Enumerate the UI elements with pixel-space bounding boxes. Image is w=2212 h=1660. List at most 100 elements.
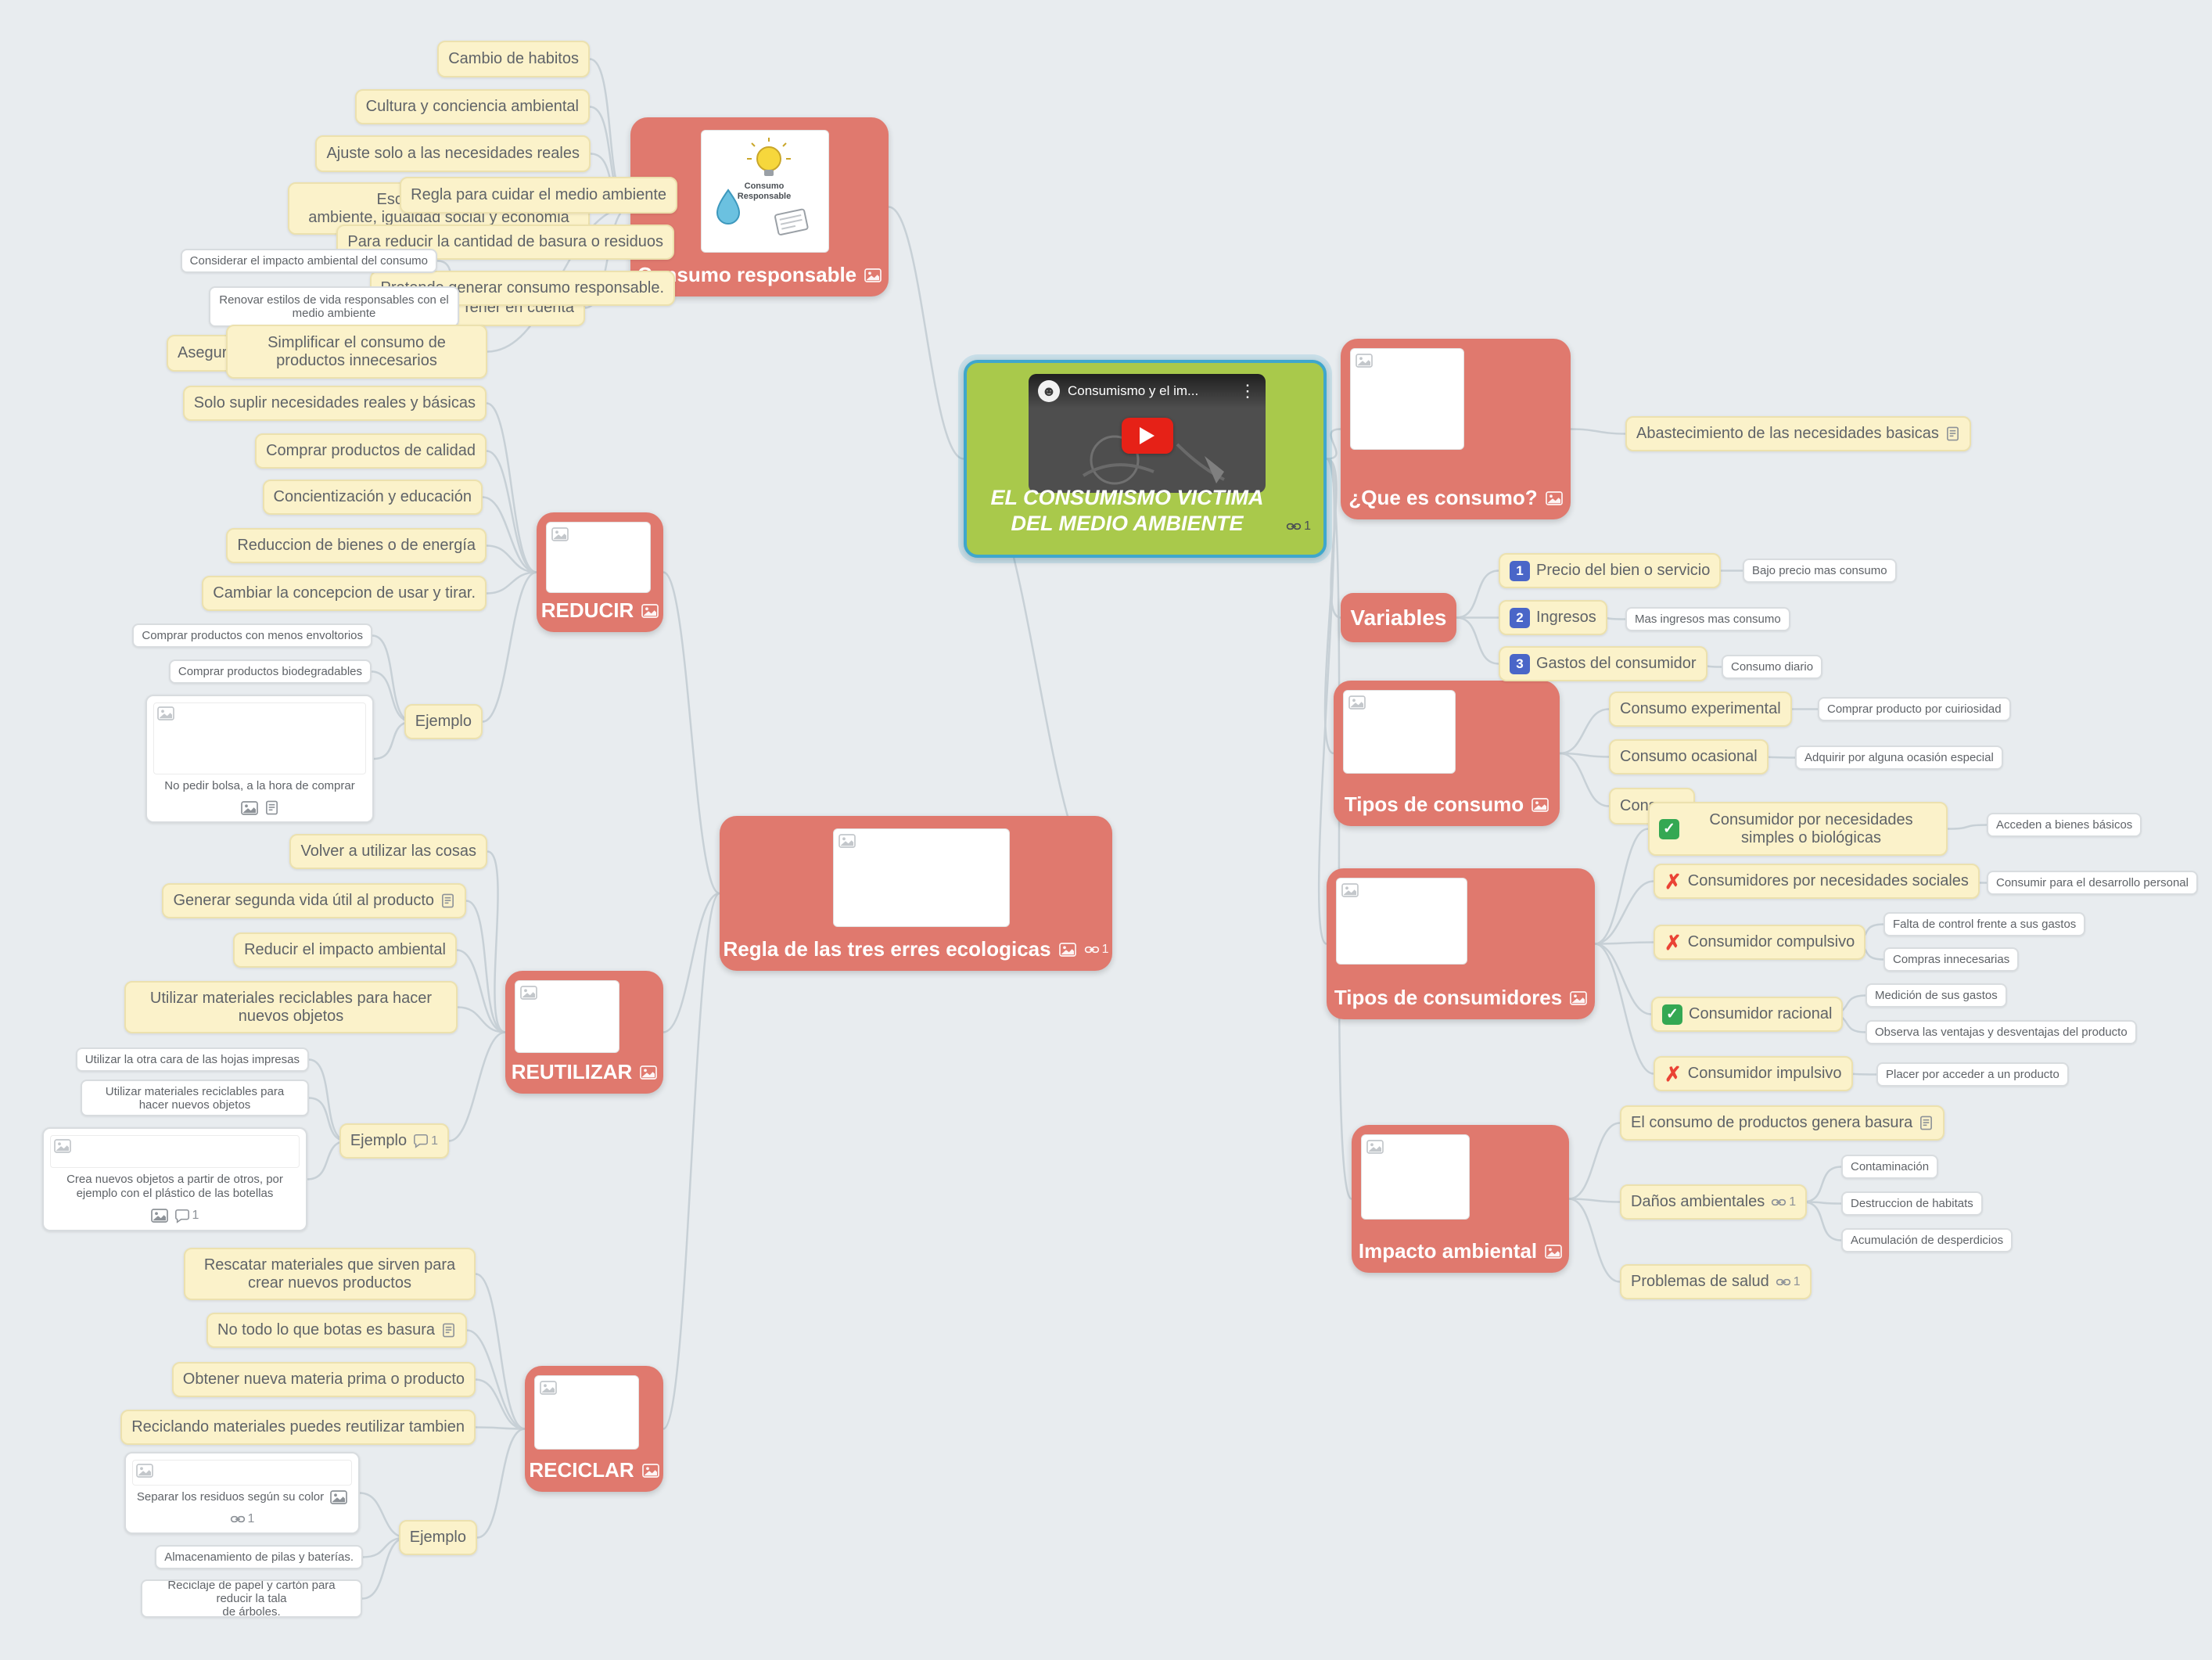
node-envoltorios[interactable]: Comprar productos con menos envoltorios [132, 623, 372, 648]
node-reducir-impacto[interactable]: Reducir el impacto ambiental [233, 932, 457, 968]
node-reciclar[interactable]: RECICLAR [525, 1366, 663, 1492]
node-cambio-habitos[interactable]: Cambio de habitos [437, 41, 590, 77]
node-crea-nuevos[interactable]: Crea nuevos objetos a partir de otros, p… [42, 1127, 307, 1231]
link-icon[interactable]: 1 [1771, 1195, 1796, 1210]
node-contaminacion[interactable]: Contaminación [1841, 1155, 1939, 1179]
note-icon[interactable] [1919, 1116, 1934, 1130]
node-otra-cara[interactable]: Utilizar la otra cara de las hojas impre… [75, 1047, 309, 1072]
image-icon[interactable] [641, 1463, 659, 1478]
node-abastecimiento[interactable]: Abastecimiento de las necesidades basica… [1625, 416, 1971, 451]
note-icon[interactable] [441, 1323, 456, 1338]
link-icon[interactable]: 1 [1776, 1274, 1801, 1290]
node-reciclando[interactable]: Reciclando materiales puedes reutilizar … [120, 1410, 476, 1445]
node-reutilizar[interactable]: REUTILIZAR [505, 971, 663, 1094]
node-biodegradables[interactable]: Comprar productos biodegradables [168, 659, 372, 684]
node-impulsivo[interactable]: ✗Consumidor impulsivo [1654, 1056, 1853, 1091]
image-icon[interactable] [641, 603, 659, 618]
node-cuiriosidad[interactable]: Comprar producto por cuiriosidad [1818, 697, 2011, 721]
node-observa[interactable]: Observa las ventajas y desventajas del p… [1865, 1020, 2137, 1044]
node-reducir[interactable]: REDUCIR [537, 512, 663, 632]
node-considerar[interactable]: Considerar el impacto ambiental del cons… [180, 249, 437, 273]
comment-icon[interactable]: 1 [413, 1134, 438, 1148]
image-icon[interactable] [1058, 942, 1076, 957]
node-ajuste[interactable]: Ajuste solo a las necesidades reales [315, 135, 591, 172]
node-consumo-diario[interactable]: Consumo diario [1722, 655, 1823, 679]
node-cultura[interactable]: Cultura y conciencia ambiental [354, 89, 590, 124]
node-destruccion[interactable]: Destruccion de habitats [1841, 1191, 1983, 1216]
image-icon[interactable] [1545, 1244, 1562, 1259]
node-genera-basura[interactable]: El consumo de productos genera basura [1620, 1105, 1945, 1141]
video-menu-icon[interactable]: ⋮ [1239, 381, 1256, 401]
node-medicion[interactable]: Medición de sus gastos [1865, 983, 2007, 1008]
image-icon[interactable] [150, 1209, 168, 1223]
node-renovar[interactable]: Renovar estilos de vida responsables con… [209, 286, 459, 327]
image-icon[interactable] [1570, 990, 1588, 1005]
node-ocasional[interactable]: Consumo ocasional [1609, 739, 1769, 774]
node-concientizacion[interactable]: Concientización y educación [262, 480, 483, 515]
note-icon[interactable] [1945, 426, 1960, 441]
node-para-reducir[interactable]: Para reducir la cantidad de basura o res… [336, 225, 674, 260]
node-acumulacion[interactable]: Acumulación de desperdicios [1841, 1228, 2013, 1252]
node-acceden[interactable]: Acceden a bienes básicos [1987, 813, 2142, 837]
note-icon[interactable] [264, 800, 279, 815]
link-icon[interactable]: 1 [1286, 519, 1311, 534]
node-obtener[interactable]: Obtener nueva materia prima o producto [171, 1362, 476, 1397]
node-cambiar-concepcion[interactable]: Cambiar la concepcion de usar y tirar. [202, 576, 487, 611]
node-pilas[interactable]: Almacenamiento de pilas y baterías. [155, 1545, 363, 1569]
node-que-es-consumo[interactable]: ¿Que es consumo? [1341, 339, 1571, 519]
image-icon[interactable] [1545, 490, 1563, 505]
comment-icon[interactable]: 1 [174, 1208, 199, 1223]
node-solo-suplir[interactable]: Solo suplir necesidades reales y básicas [182, 386, 487, 421]
node-racional[interactable]: ✓Consumidor racional [1651, 997, 1844, 1032]
node-segunda-vida[interactable]: Generar segunda vida útil al producto [162, 883, 466, 918]
image-icon[interactable] [640, 1065, 658, 1080]
node-compulsivo[interactable]: ✗Consumidor compulsivo [1654, 925, 1866, 960]
node-impacto-ambiental[interactable]: Impacto ambiental [1352, 1125, 1569, 1273]
image-icon[interactable] [240, 800, 258, 815]
node-ocasion-especial[interactable]: Adquirir por alguna ocasión especial [1795, 746, 2003, 770]
node-no-pedir-bolsa[interactable]: No pedir bolsa, a la hora de comprar [145, 695, 374, 823]
node-tipos-consumo[interactable]: Tipos de consumo [1334, 681, 1560, 826]
youtube-player[interactable]: ☻Consumismo y el im...⋮ [1029, 374, 1266, 493]
note-icon[interactable] [440, 893, 455, 908]
node-no-todo[interactable]: No todo lo que botas es basura [206, 1313, 467, 1348]
node-central-topic[interactable]: ☻Consumismo y el im...⋮EL CONSUMISMO VIC… [964, 360, 1327, 558]
node-necesidades-simples[interactable]: ✓Consumidor por necesidades simples o bi… [1648, 802, 1948, 856]
node-desarrollo[interactable]: Consumir para el desarrollo personal [1987, 871, 2198, 895]
play-button[interactable] [1121, 418, 1173, 455]
node-experimental[interactable]: Consumo experimental [1609, 692, 1792, 727]
node-variables[interactable]: Variables [1341, 593, 1456, 642]
node-comprar-calidad[interactable]: Comprar productos de calidad [255, 433, 487, 469]
node-papel[interactable]: Reciclaje de papel y cartón para reducir… [141, 1579, 362, 1618]
node-simplificar[interactable]: Simplificar el consumo de productos inne… [226, 325, 487, 379]
node-volver[interactable]: Volver a utilizar las cosas [289, 834, 487, 869]
link-icon[interactable]: 1 [1084, 942, 1109, 958]
node-compras-innec[interactable]: Compras innecesarias [1883, 947, 2020, 972]
node-reduccion-bienes[interactable]: Reduccion de bienes o de energía [226, 528, 487, 563]
node-tipos-consumidores[interactable]: Tipos de consumidores [1327, 868, 1595, 1019]
link-icon[interactable]: 1 [230, 1511, 254, 1527]
node-rescatar[interactable]: Rescatar materiales que sirven para crea… [184, 1248, 476, 1300]
image-icon[interactable] [1532, 797, 1549, 812]
image-icon[interactable] [864, 268, 882, 282]
image-icon[interactable] [330, 1490, 347, 1505]
node-utilizar-materiales[interactable]: Utilizar materiales reciclables para hac… [124, 981, 458, 1033]
node-placer[interactable]: Placer por acceder a un producto [1876, 1062, 2069, 1087]
node-utilizar-reciclables-w[interactable]: Utilizar materiales reciclables para hac… [81, 1080, 309, 1116]
node-nec-sociales[interactable]: ✗Consumidores por necesidades sociales [1654, 864, 1980, 899]
node-regla-cuidar[interactable]: Regla para cuidar el medio ambiente [400, 177, 677, 214]
node-falta-control[interactable]: Falta de control frente a sus gastos [1883, 912, 2086, 936]
node-bajo-precio[interactable]: Bajo precio mas consumo [1743, 559, 1897, 583]
node-ejemplo-reciclar[interactable]: Ejemplo [398, 1520, 477, 1555]
node-ejemplo-reducir[interactable]: Ejemplo [404, 704, 483, 739]
node-mas-ingresos[interactable]: Mas ingresos mas consumo [1625, 607, 1790, 631]
